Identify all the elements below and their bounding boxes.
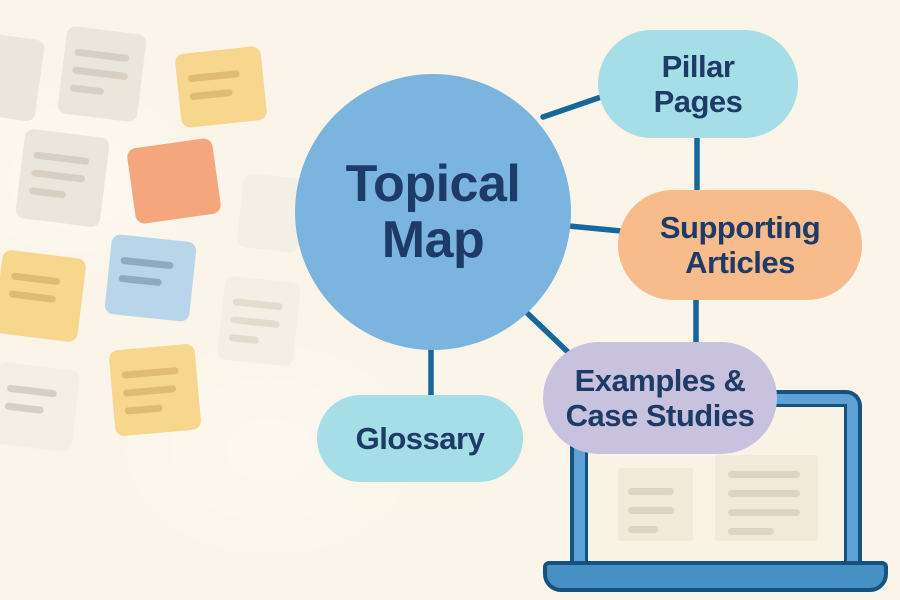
- node-supporting-articles-label: Supporting Articles: [659, 209, 821, 280]
- document-card: [715, 455, 818, 541]
- node-topical-map-label: Topical Map: [345, 154, 521, 269]
- doc-line: [627, 507, 675, 514]
- node-supporting-articles: Supporting Articles: [618, 190, 862, 300]
- node-pillar-pages-label: Pillar Pages: [653, 48, 743, 119]
- connector-center-to-pillar-pages: [540, 93, 607, 120]
- doc-line: [728, 490, 801, 497]
- connector-center-to-examples: [522, 308, 574, 358]
- laptop-base: [543, 561, 888, 592]
- doc-line: [728, 509, 801, 516]
- doc-line: [728, 471, 801, 478]
- node-glossary-label: Glossary: [355, 420, 485, 456]
- doc-line: [627, 488, 675, 495]
- connector-center-to-supporting-articles: [566, 223, 624, 234]
- document-card: [618, 468, 693, 541]
- doc-line: [728, 528, 774, 535]
- node-glossary: Glossary: [317, 395, 523, 482]
- node-topical-map: Topical Map: [295, 74, 571, 350]
- node-examples-case-studies-label: Examples & Case Studies: [565, 362, 755, 433]
- node-examples-case-studies: Examples & Case Studies: [543, 342, 777, 454]
- node-pillar-pages: Pillar Pages: [598, 30, 798, 138]
- doc-line: [627, 526, 658, 533]
